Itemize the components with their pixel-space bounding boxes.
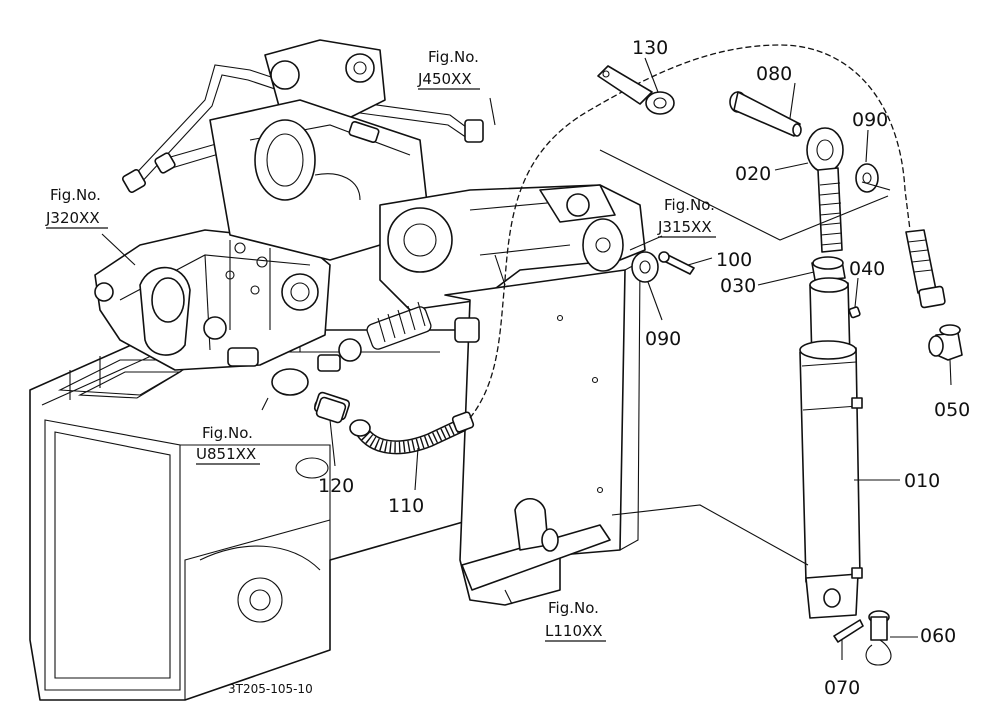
figure-ref-u851-code: U851XX bbox=[196, 445, 256, 463]
part-label-110[interactable]: 110 bbox=[388, 495, 424, 517]
hitch-bracket bbox=[209, 39, 431, 261]
elbow-050 bbox=[928, 324, 963, 361]
figure-ref-u851-prefix: Fig.No. bbox=[202, 424, 253, 442]
clamp-130 bbox=[597, 65, 675, 115]
washer-090-upper bbox=[855, 163, 879, 193]
cylinder-010 bbox=[799, 277, 863, 619]
pin-080 bbox=[729, 91, 802, 137]
part-label-090-lower[interactable]: 090 bbox=[645, 328, 681, 350]
part-label-120[interactable]: 120 bbox=[318, 475, 354, 497]
assembly-guide-lines bbox=[599, 149, 891, 566]
figure-ref-j320-code: J320XX bbox=[45, 209, 100, 227]
part-label-020[interactable]: 020 bbox=[735, 163, 771, 185]
lift-arm bbox=[379, 184, 646, 311]
part-label-030[interactable]: 030 bbox=[720, 275, 756, 297]
figure-ref-j320-prefix: Fig.No. bbox=[50, 186, 101, 204]
rod-end-020 bbox=[806, 127, 844, 253]
figure-ref-l110-code: L110XX bbox=[545, 622, 603, 640]
valve-block bbox=[94, 229, 331, 371]
part-label-130[interactable]: 130 bbox=[632, 37, 668, 59]
figure-ref-j450[interactable]: Fig.No. J450XX bbox=[417, 48, 480, 90]
figure-ref-j450-prefix: Fig.No. bbox=[428, 48, 479, 66]
drawing-code: 3T205-105-10 bbox=[228, 682, 313, 696]
part-label-050[interactable]: 050 bbox=[934, 399, 970, 421]
figure-ref-j315-code: J315XX bbox=[657, 218, 712, 236]
grease-nipple-040 bbox=[848, 306, 861, 319]
part-number-labels: 130 080 090 020 100 030 040 090 050 010 … bbox=[318, 37, 970, 699]
hose-routing-line bbox=[469, 44, 911, 419]
part-label-010[interactable]: 010 bbox=[904, 470, 940, 492]
figure-ref-u851[interactable]: Fig.No. U851XX bbox=[196, 424, 260, 465]
nut-030 bbox=[811, 256, 846, 281]
figure-ref-j315-prefix: Fig.No. bbox=[664, 196, 715, 214]
hose-end-fitting bbox=[905, 229, 946, 309]
leader-lines bbox=[101, 57, 952, 660]
figure-ref-j315[interactable]: Fig.No. J315XX bbox=[657, 196, 716, 238]
rear-plate bbox=[444, 261, 641, 606]
clip-070 bbox=[833, 619, 864, 643]
figure-ref-j450-code: J450XX bbox=[417, 70, 472, 88]
part-label-070[interactable]: 070 bbox=[824, 677, 860, 699]
washer-090-lower bbox=[631, 251, 659, 283]
figure-ref-l110[interactable]: Fig.No. L110XX bbox=[545, 599, 606, 642]
figure-ref-j320[interactable]: Fig.No. J320XX bbox=[45, 186, 108, 229]
part-label-060[interactable]: 060 bbox=[920, 625, 956, 647]
part-label-080[interactable]: 080 bbox=[756, 63, 792, 85]
part-label-040[interactable]: 040 bbox=[849, 258, 885, 280]
figure-ref-l110-prefix: Fig.No. bbox=[548, 599, 599, 617]
part-label-100[interactable]: 100 bbox=[716, 249, 752, 271]
fitting-chain bbox=[227, 301, 480, 421]
hose-110 bbox=[349, 411, 475, 455]
fitting-120 bbox=[315, 396, 347, 424]
pin-060 bbox=[865, 610, 892, 666]
part-label-090-upper[interactable]: 090 bbox=[852, 109, 888, 131]
cotter-pin-100 bbox=[658, 251, 695, 275]
